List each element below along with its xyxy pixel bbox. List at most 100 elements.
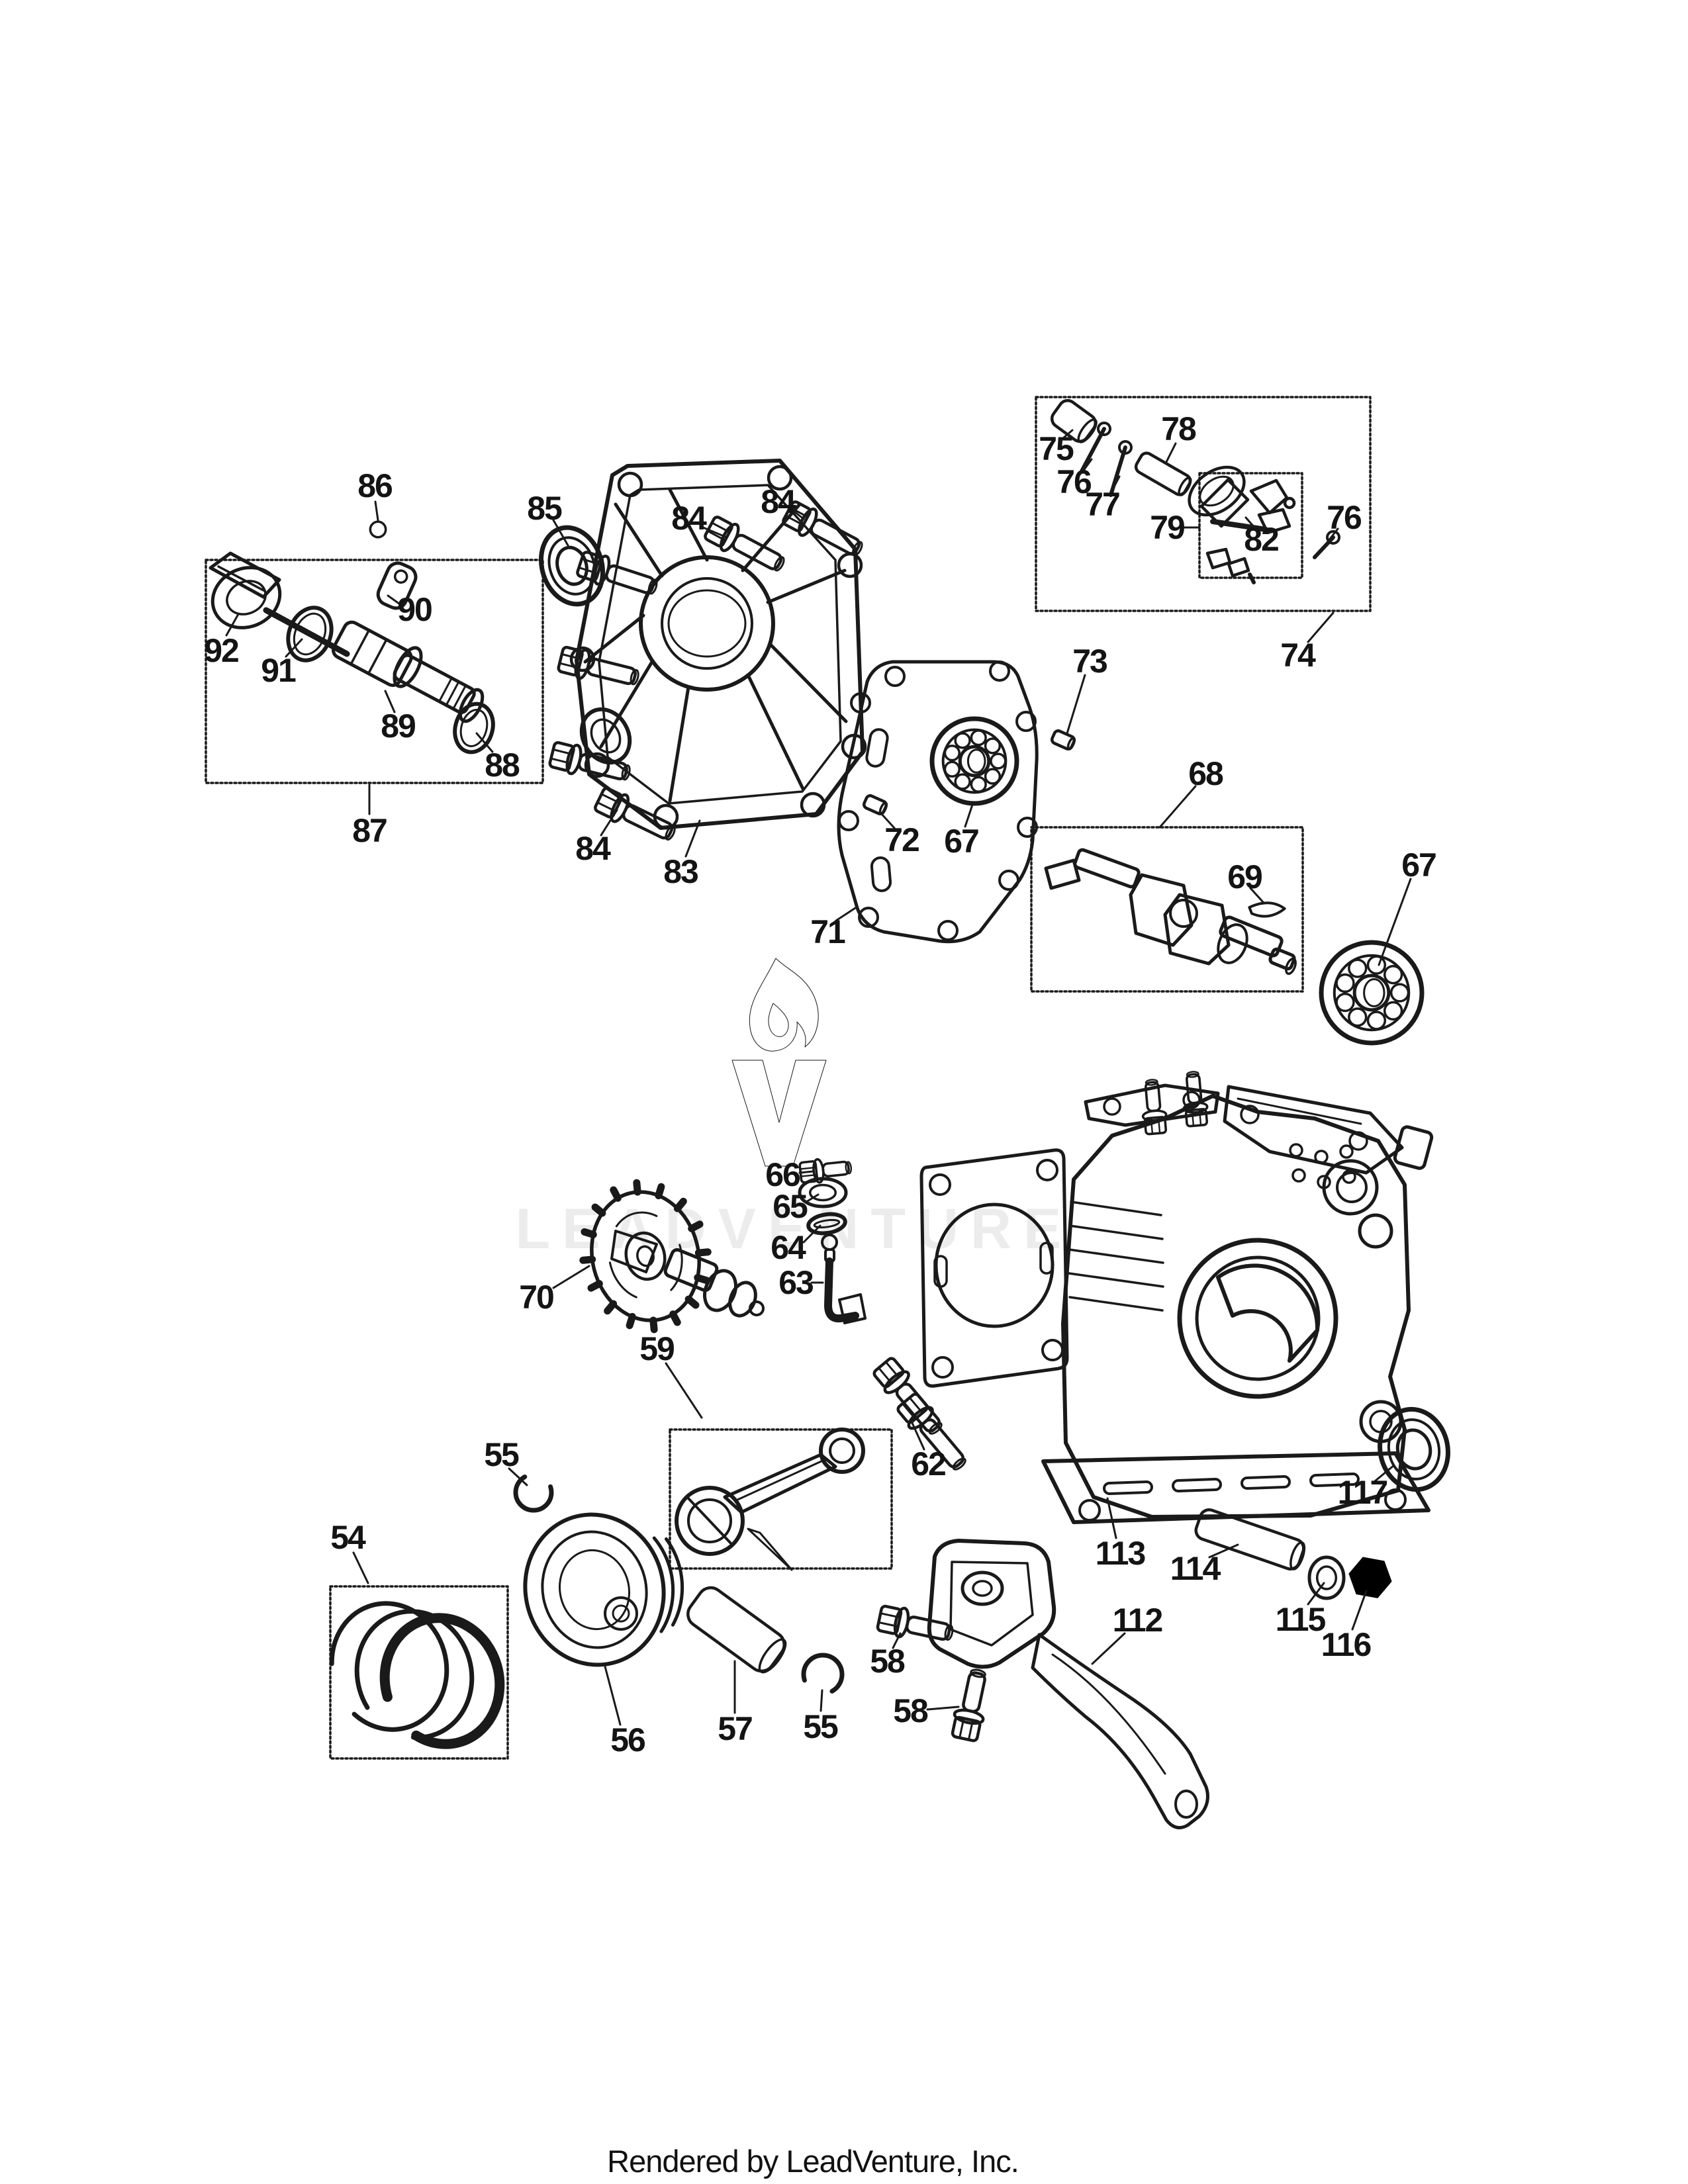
ellipse — [665, 825, 676, 841]
bolt-icon-9 — [951, 1668, 986, 1743]
group-box-54 — [329, 1585, 509, 1760]
part-label-88-11: 88 — [485, 747, 520, 784]
bolt-icon-8 — [876, 1604, 954, 1641]
leader-line-113-42 — [1106, 1497, 1117, 1539]
rect — [896, 1392, 929, 1424]
leader-line-71-23 — [835, 907, 857, 922]
part-label-76-13: 76 — [1056, 463, 1091, 500]
part-label-76-18: 76 — [1327, 499, 1361, 536]
leader-line-69-25 — [1249, 887, 1264, 903]
rect — [548, 741, 575, 772]
seal-glyph-28 — [1378, 1406, 1450, 1492]
leader-line-77-14 — [1109, 475, 1121, 494]
leader-line-55-35 — [508, 1467, 528, 1486]
line — [694, 1248, 712, 1257]
ellipse — [647, 578, 658, 595]
seal-glyph-28 — [1395, 1428, 1432, 1471]
bearing-glyph-26 — [1348, 958, 1368, 978]
leader-lines-layer — [225, 429, 1412, 1726]
leader-line-67-26 — [1378, 878, 1412, 966]
bolt-icon-11 — [1141, 1079, 1168, 1136]
leader-line-66-28 — [798, 1170, 814, 1174]
line — [684, 1295, 700, 1309]
oring-glyph-17 — [813, 1218, 841, 1229]
oring-glyph-19 — [459, 709, 489, 747]
rect — [594, 786, 624, 819]
bearing-glyph-25 — [958, 745, 991, 778]
ring-glyph-24 — [379, 1613, 505, 1749]
leader-line-72-21 — [879, 811, 896, 829]
ellipse — [1066, 737, 1076, 751]
rod-glyph-37 — [1326, 530, 1340, 545]
part-label-83-5: 83 — [663, 853, 698, 890]
ellipse — [773, 556, 785, 572]
cover-gasket-71-art — [837, 660, 1039, 944]
governor-assembly-art — [1188, 465, 1296, 584]
washer-glyph-16 — [809, 1183, 837, 1202]
watermark-flame-icon — [749, 958, 819, 1052]
head-gasket-art — [919, 1148, 1069, 1388]
ellipse — [590, 1190, 701, 1322]
leader-line-76-18 — [1327, 527, 1339, 543]
group-box-59 — [669, 1428, 893, 1570]
bearing-glyph-25 — [966, 749, 986, 774]
leader-line-82-17 — [1244, 516, 1256, 529]
line — [694, 1274, 710, 1285]
bearing-glyph-25 — [970, 776, 987, 793]
part-label-115-44: 115 — [1276, 1601, 1326, 1638]
seal-glyph-27 — [555, 545, 588, 586]
group-box-87 — [205, 559, 544, 784]
part-label-67-22: 67 — [944, 823, 978, 860]
rect — [586, 657, 637, 686]
rect — [731, 533, 782, 570]
part-label-87-6: 87 — [352, 812, 387, 849]
bearing-glyph-26 — [1366, 1011, 1387, 1030]
part-label-58-40: 58 — [893, 1692, 928, 1729]
ellipse — [928, 1422, 943, 1435]
leader-line-92-7 — [225, 613, 240, 637]
rect — [1194, 1508, 1305, 1570]
leader-line-115-44 — [1307, 1582, 1325, 1606]
rect — [686, 1586, 786, 1673]
leader-line-116-45 — [1351, 1590, 1368, 1631]
group-box-82 — [1198, 472, 1303, 579]
piston-56-art — [523, 1508, 684, 1667]
bearing-glyph-26 — [1383, 1001, 1403, 1021]
part-label-55-35: 55 — [484, 1436, 519, 1473]
bolt-icon-7 — [896, 1392, 966, 1471]
dipstick-assembly-art — [209, 551, 485, 723]
leader-line-75-12 — [1062, 429, 1074, 439]
line — [604, 1300, 618, 1315]
leader-line-88-11 — [475, 732, 494, 753]
ellipse — [1077, 418, 1098, 443]
line — [591, 1203, 606, 1217]
part-label-91-8: 91 — [261, 652, 296, 689]
pin-icon-32 — [686, 1586, 787, 1674]
part-label-82-17: 82 — [1244, 521, 1278, 558]
crankcase-cover-83-art — [569, 459, 867, 830]
rect — [704, 516, 733, 548]
oring-glyph-19 — [453, 702, 495, 754]
bearing-glyph-25 — [954, 773, 971, 790]
small-parts-layer — [286, 398, 1450, 1749]
ring-glyph-22 — [329, 1601, 449, 1732]
leader-line-56-36 — [604, 1665, 622, 1726]
rect — [1185, 1073, 1203, 1105]
ellipse — [845, 1161, 853, 1175]
footer-credit-text: Rendered by LeadVenture, Inc. — [607, 2144, 1019, 2179]
ellipse — [636, 1245, 655, 1267]
leader-line-73-20 — [1066, 674, 1086, 735]
group-box-68 — [1030, 826, 1304, 993]
leader-line-58-40 — [926, 1706, 960, 1711]
washer-glyph-15 — [1307, 1555, 1346, 1600]
camshaft-70-art — [610, 1230, 765, 1318]
pin-icon-29 — [1050, 729, 1076, 751]
oring-glyph-18 — [286, 606, 334, 662]
leader-line-76-13 — [1082, 458, 1093, 473]
line — [579, 1255, 596, 1264]
group-box-74 — [1035, 396, 1372, 612]
part-label-62-33: 62 — [911, 1445, 945, 1482]
